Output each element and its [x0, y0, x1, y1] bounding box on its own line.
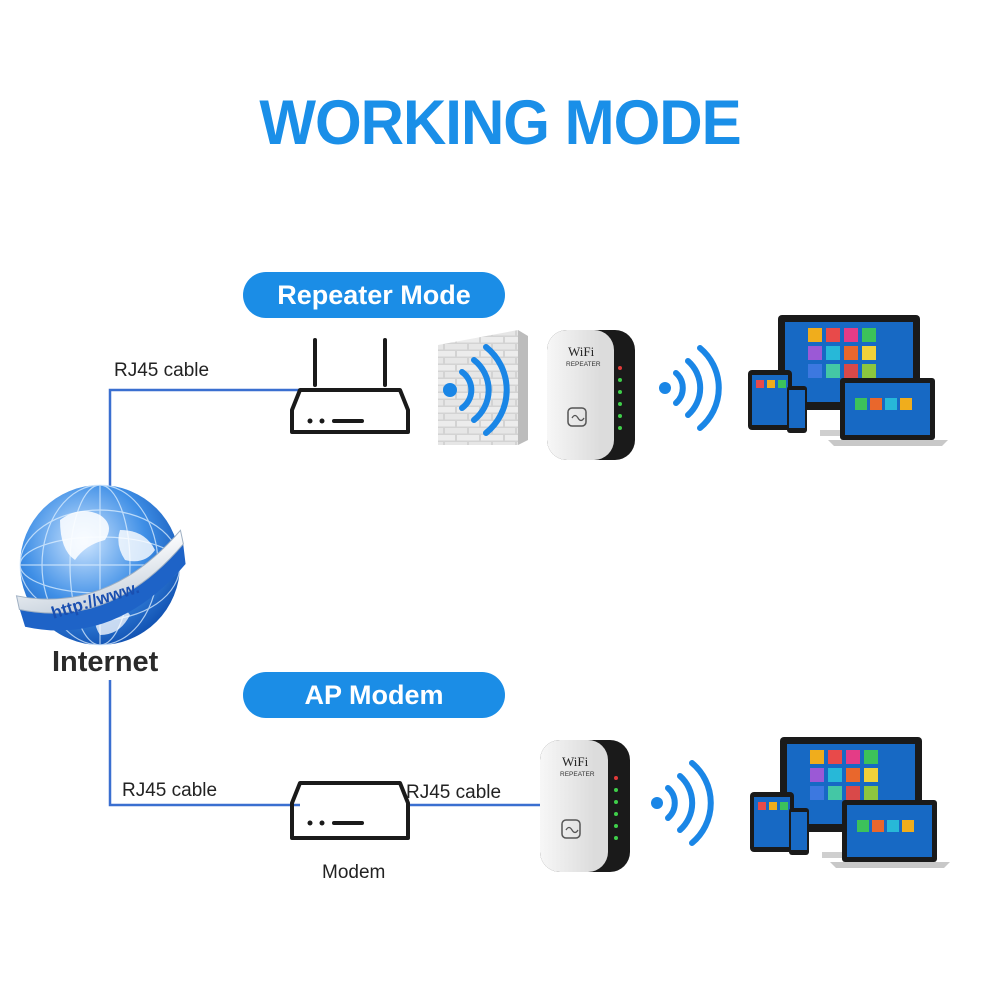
wifi-repeater-device-ap [540, 740, 630, 872]
rj45-cable-label-top: RJ45 cable [114, 360, 210, 381]
repeater-subtitle-text: REPEATER [566, 361, 601, 368]
repeater-brand-text-ap: WiFi [562, 754, 589, 769]
wifi-repeater-device [547, 330, 635, 460]
internet-label: Internet [52, 646, 159, 678]
internet-globe-icon [15, 484, 186, 646]
page-title: WORKING MODE [259, 87, 741, 158]
modem-icon [290, 781, 410, 840]
router-icon [290, 338, 410, 434]
client-devices-bottom [750, 737, 950, 868]
client-devices-top [748, 315, 948, 446]
cable-internet-to-modem [108, 680, 300, 807]
wifi-signal-icon-bottom [651, 760, 714, 846]
repeater-mode-badge: Repeater Mode [243, 272, 505, 318]
rj45-cable-label-right: RJ45 cable [406, 782, 502, 803]
wifi-signal-icon-wall [443, 344, 510, 436]
modem-label: Modem [322, 862, 386, 883]
repeater-brand-text: WiFi [568, 344, 595, 359]
ap-modem-badge: AP Modem [243, 672, 505, 718]
repeater-subtitle-text-ap: REPEATER [560, 771, 595, 778]
wifi-signal-icon-top [659, 345, 722, 431]
rj45-cable-label-left: RJ45 cable [122, 780, 218, 801]
